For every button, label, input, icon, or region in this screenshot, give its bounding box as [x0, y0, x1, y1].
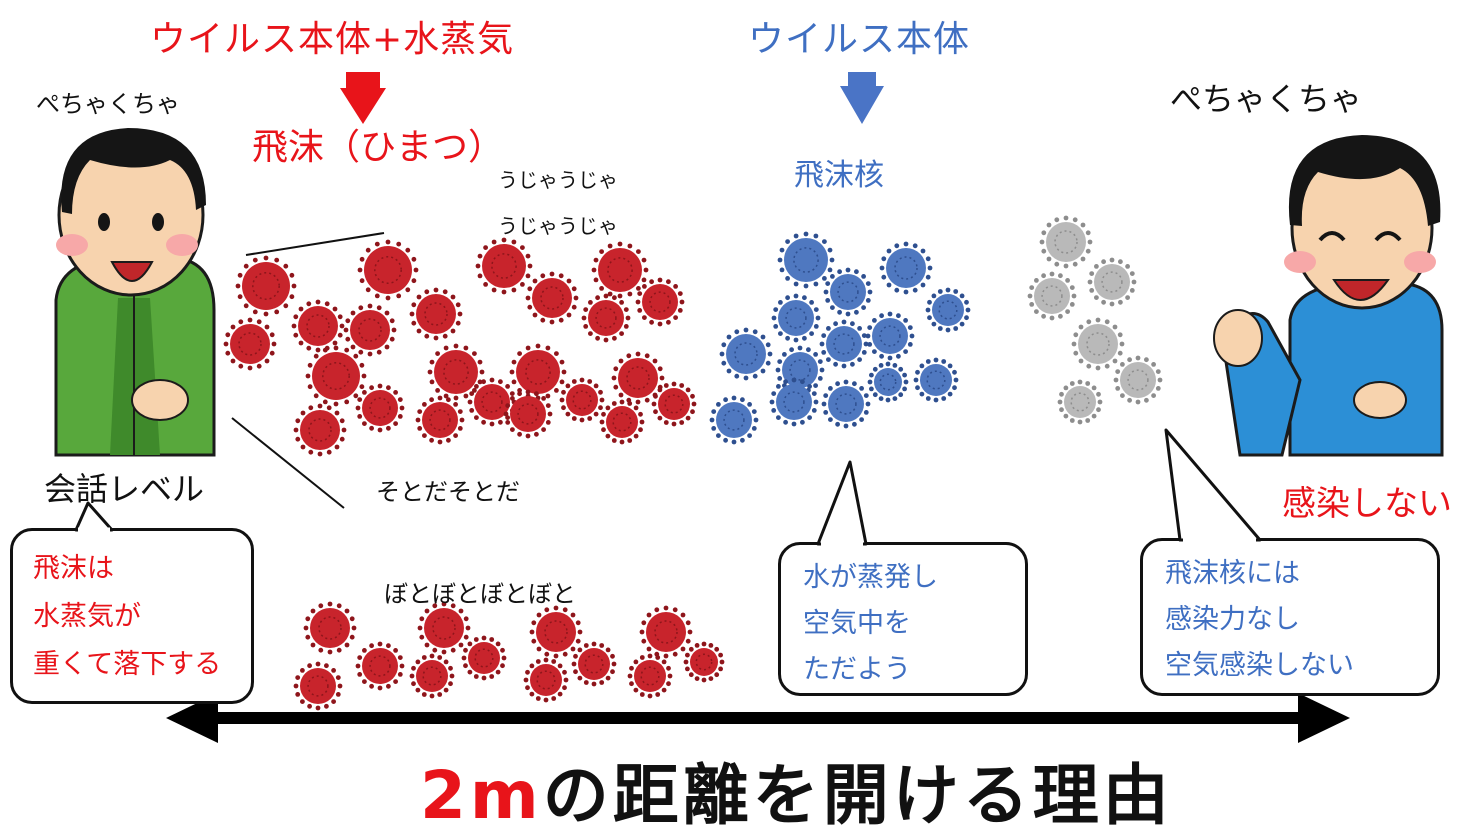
right-bubble-line-3: 空気感染しない	[1165, 650, 1354, 681]
virus-particle	[303, 601, 357, 655]
listener-sound: ぺちゃくちゃ	[1170, 80, 1363, 118]
left-bubble-line-2: 水蒸気が	[33, 601, 141, 632]
virus-particle	[1057, 379, 1103, 425]
header-right-label: ウイルス本体	[748, 19, 971, 60]
left-bubble: 飛沫は 水蒸気が 重くて落下する	[10, 528, 254, 704]
virus-particle	[651, 381, 697, 427]
virus-particle	[529, 605, 583, 659]
footer-title: 2mの距離を開ける理由	[420, 742, 1173, 838]
falling-droplet-virus-group	[293, 601, 725, 711]
middle-bubble-line-2: 空気中を	[803, 608, 911, 639]
virus-particle	[355, 383, 405, 433]
virus-particle	[1113, 355, 1163, 405]
left-bubble-line-1: 飛沫は	[33, 553, 114, 584]
middle-bubble: 水が蒸発し 空気中を ただよう	[778, 542, 1028, 696]
virus-particle	[769, 377, 819, 427]
virus-particle	[821, 379, 871, 429]
droplet-sound-3: そとだそとだ	[376, 478, 520, 506]
droplet-sound-1: うじゃうじゃ	[498, 168, 618, 192]
left-bubble-line-3: 重くて落下する	[33, 649, 222, 680]
virus-particle	[1087, 257, 1137, 307]
virus-particle	[357, 239, 419, 301]
virus-particle	[879, 241, 933, 295]
virus-particle	[417, 601, 471, 655]
virus-particle	[293, 403, 347, 457]
virus-particle	[503, 389, 553, 439]
virus-particle	[635, 277, 685, 327]
droplet-nucleus-label: 飛沫核	[794, 158, 884, 193]
virus-particle	[343, 303, 397, 357]
droplet-sound-2: うじゃうじゃ	[498, 214, 618, 238]
virus-particle	[291, 299, 345, 353]
virus-particle	[719, 327, 773, 381]
nucleus-virus-group	[709, 231, 971, 445]
virus-particle	[525, 271, 579, 325]
virus-particle	[427, 343, 485, 401]
middle-bubble-line-3: ただよう	[803, 654, 911, 685]
right-bubble-line-2: 感染力なし	[1165, 604, 1300, 635]
droplet-sound-4: ぼとぼとぼとぼと	[384, 580, 576, 608]
virus-particle	[611, 351, 665, 405]
inactive-virus-group	[1027, 215, 1163, 425]
virus-particle	[683, 641, 725, 683]
header-left-label: ウイルス本体+水蒸気	[150, 19, 515, 60]
middle-bubble-line-1: 水が蒸発し	[803, 562, 938, 593]
virus-particle	[1039, 215, 1093, 269]
virus-particle	[777, 231, 835, 289]
speaker-sound: ぺちゃくちゃ	[36, 90, 180, 118]
virus-particle	[293, 661, 343, 711]
virus-particle	[461, 635, 507, 681]
virus-particle	[415, 395, 465, 445]
virus-particle	[571, 641, 617, 687]
speaker-person	[54, 128, 216, 457]
virus-particle	[925, 287, 971, 333]
droplet-virus-group	[223, 237, 697, 457]
right-bubble: 飛沫核には 感染力なし 空気感染しない	[1140, 538, 1440, 696]
virus-particle	[1027, 271, 1077, 321]
virus-particle	[913, 357, 959, 403]
virus-particle	[599, 399, 645, 445]
virus-particle	[639, 605, 693, 659]
virus-particle	[867, 361, 909, 403]
distance-arrow	[166, 693, 1350, 743]
virus-particle	[467, 377, 517, 427]
virus-particle	[771, 293, 821, 343]
listener-person	[1213, 135, 1444, 457]
right-bubble-line-1: 飛沫核には	[1165, 558, 1300, 589]
virus-particle	[223, 317, 277, 371]
virus-particle	[819, 319, 869, 369]
virus-particle	[475, 237, 533, 295]
virus-particle	[305, 345, 367, 407]
virus-particle	[865, 311, 915, 361]
virus-particle	[355, 641, 405, 691]
virus-particle	[581, 293, 631, 343]
virus-particle	[409, 287, 463, 341]
droplet-label: 飛沫（ひまつ）	[252, 127, 505, 168]
virus-particle	[591, 241, 649, 299]
red-down-arrow	[340, 72, 386, 124]
virus-particle	[523, 657, 569, 703]
virus-particle	[709, 395, 759, 445]
virus-particle	[559, 377, 605, 423]
blue-down-arrow	[840, 72, 884, 124]
conversation-level-label: 会話レベル	[44, 470, 205, 508]
virus-particle	[823, 267, 873, 317]
virus-particle	[1071, 317, 1125, 371]
spread-line-top	[245, 232, 385, 256]
footer-title-rest: の距離を開ける理由	[542, 757, 1173, 834]
distance-value: 2m	[420, 757, 543, 834]
virus-particle	[509, 343, 567, 401]
no-infection-label: 感染しない	[1282, 484, 1452, 524]
virus-particle	[235, 255, 297, 317]
spread-line-bottom	[231, 417, 345, 509]
virus-particle	[409, 653, 455, 699]
virus-particle	[627, 653, 673, 699]
